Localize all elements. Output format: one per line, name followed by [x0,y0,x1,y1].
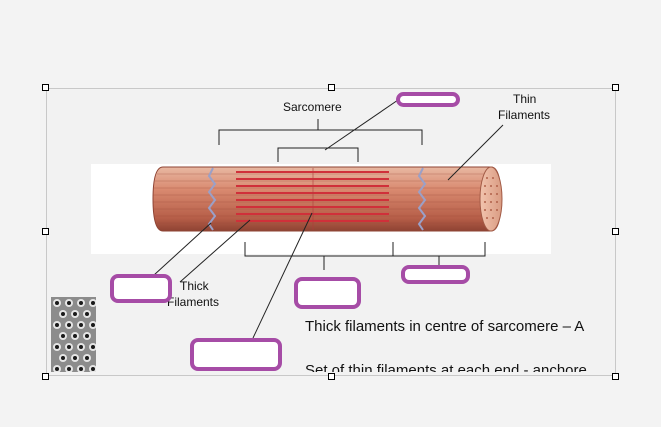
resize-handle-top-center[interactable] [328,84,335,91]
label-sarcomere: Sarcomere [283,100,342,114]
resize-handle-middle-right[interactable] [612,228,619,235]
resize-handle-top-left[interactable] [42,84,49,91]
muscle-fiber-illustration [152,166,503,232]
text-box[interactable]: Thick filaments in centre of sarcomere –… [305,300,615,372]
resize-handle-bottom-center[interactable] [328,373,335,380]
label-thin-filaments-line2: Filaments [498,108,551,122]
text-line-thick-filaments: Thick filaments in centre of sarcomere –… [305,318,585,335]
answer-box-center[interactable] [294,277,361,309]
label-thin-filaments-line1: Thin [513,92,537,106]
resize-handle-middle-left[interactable] [42,228,49,235]
h-zone-bracket [277,147,359,162]
sarcomere-bracket [218,129,423,145]
i-band-bracket [392,242,486,257]
resize-handle-top-right[interactable] [612,84,619,91]
resize-handle-bottom-left[interactable] [42,373,49,380]
filament-micrograph-image [51,297,96,372]
answer-box-right[interactable] [401,265,470,284]
text-line-thin-filaments: Set of thin filaments at each end - anch… [305,362,587,372]
answer-box-bottom[interactable] [190,338,282,371]
label-thick-filaments-line1: Thick [180,279,209,293]
answer-box-top[interactable] [396,92,460,107]
label-thick-filaments-line2: Filaments [167,295,220,309]
answer-box-left[interactable] [110,274,172,303]
sarcomere-diagram-image [91,164,551,254]
resize-handle-bottom-right[interactable] [612,373,619,380]
a-band-bracket [244,242,394,257]
